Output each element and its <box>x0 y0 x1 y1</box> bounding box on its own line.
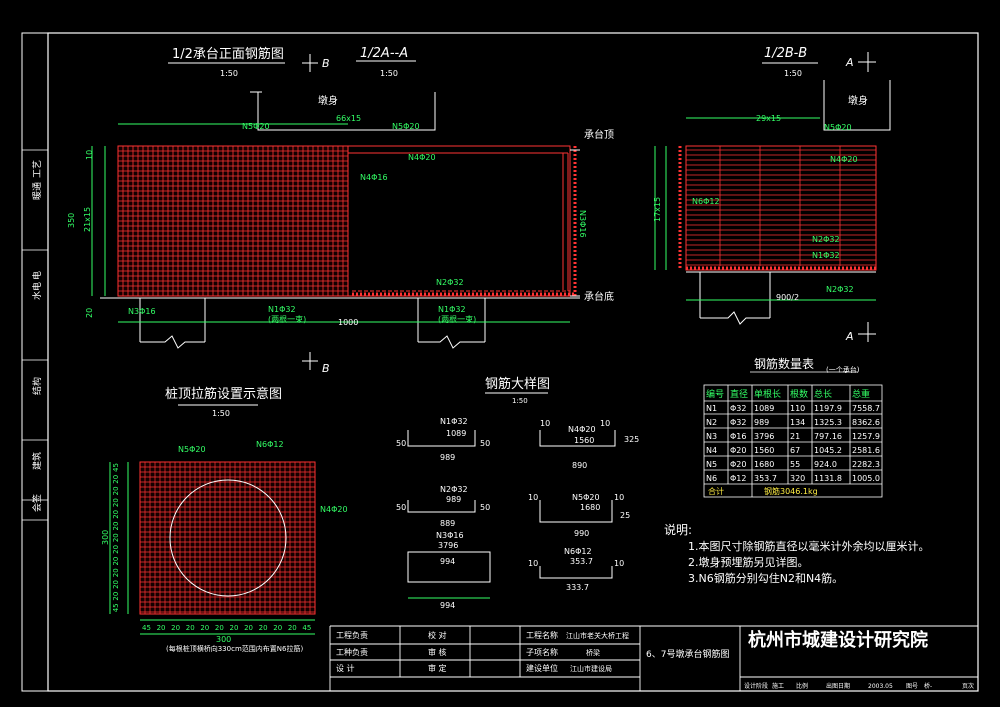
rebar-table-grid <box>703 371 883 498</box>
inner-frame <box>47 32 979 692</box>
front-view-drawing <box>91 54 580 370</box>
title-block-grid <box>329 625 978 691</box>
sidebar <box>22 149 48 521</box>
pile-top-drawing <box>109 404 316 635</box>
rebar-details <box>407 392 616 599</box>
side-view-drawing <box>654 52 891 342</box>
